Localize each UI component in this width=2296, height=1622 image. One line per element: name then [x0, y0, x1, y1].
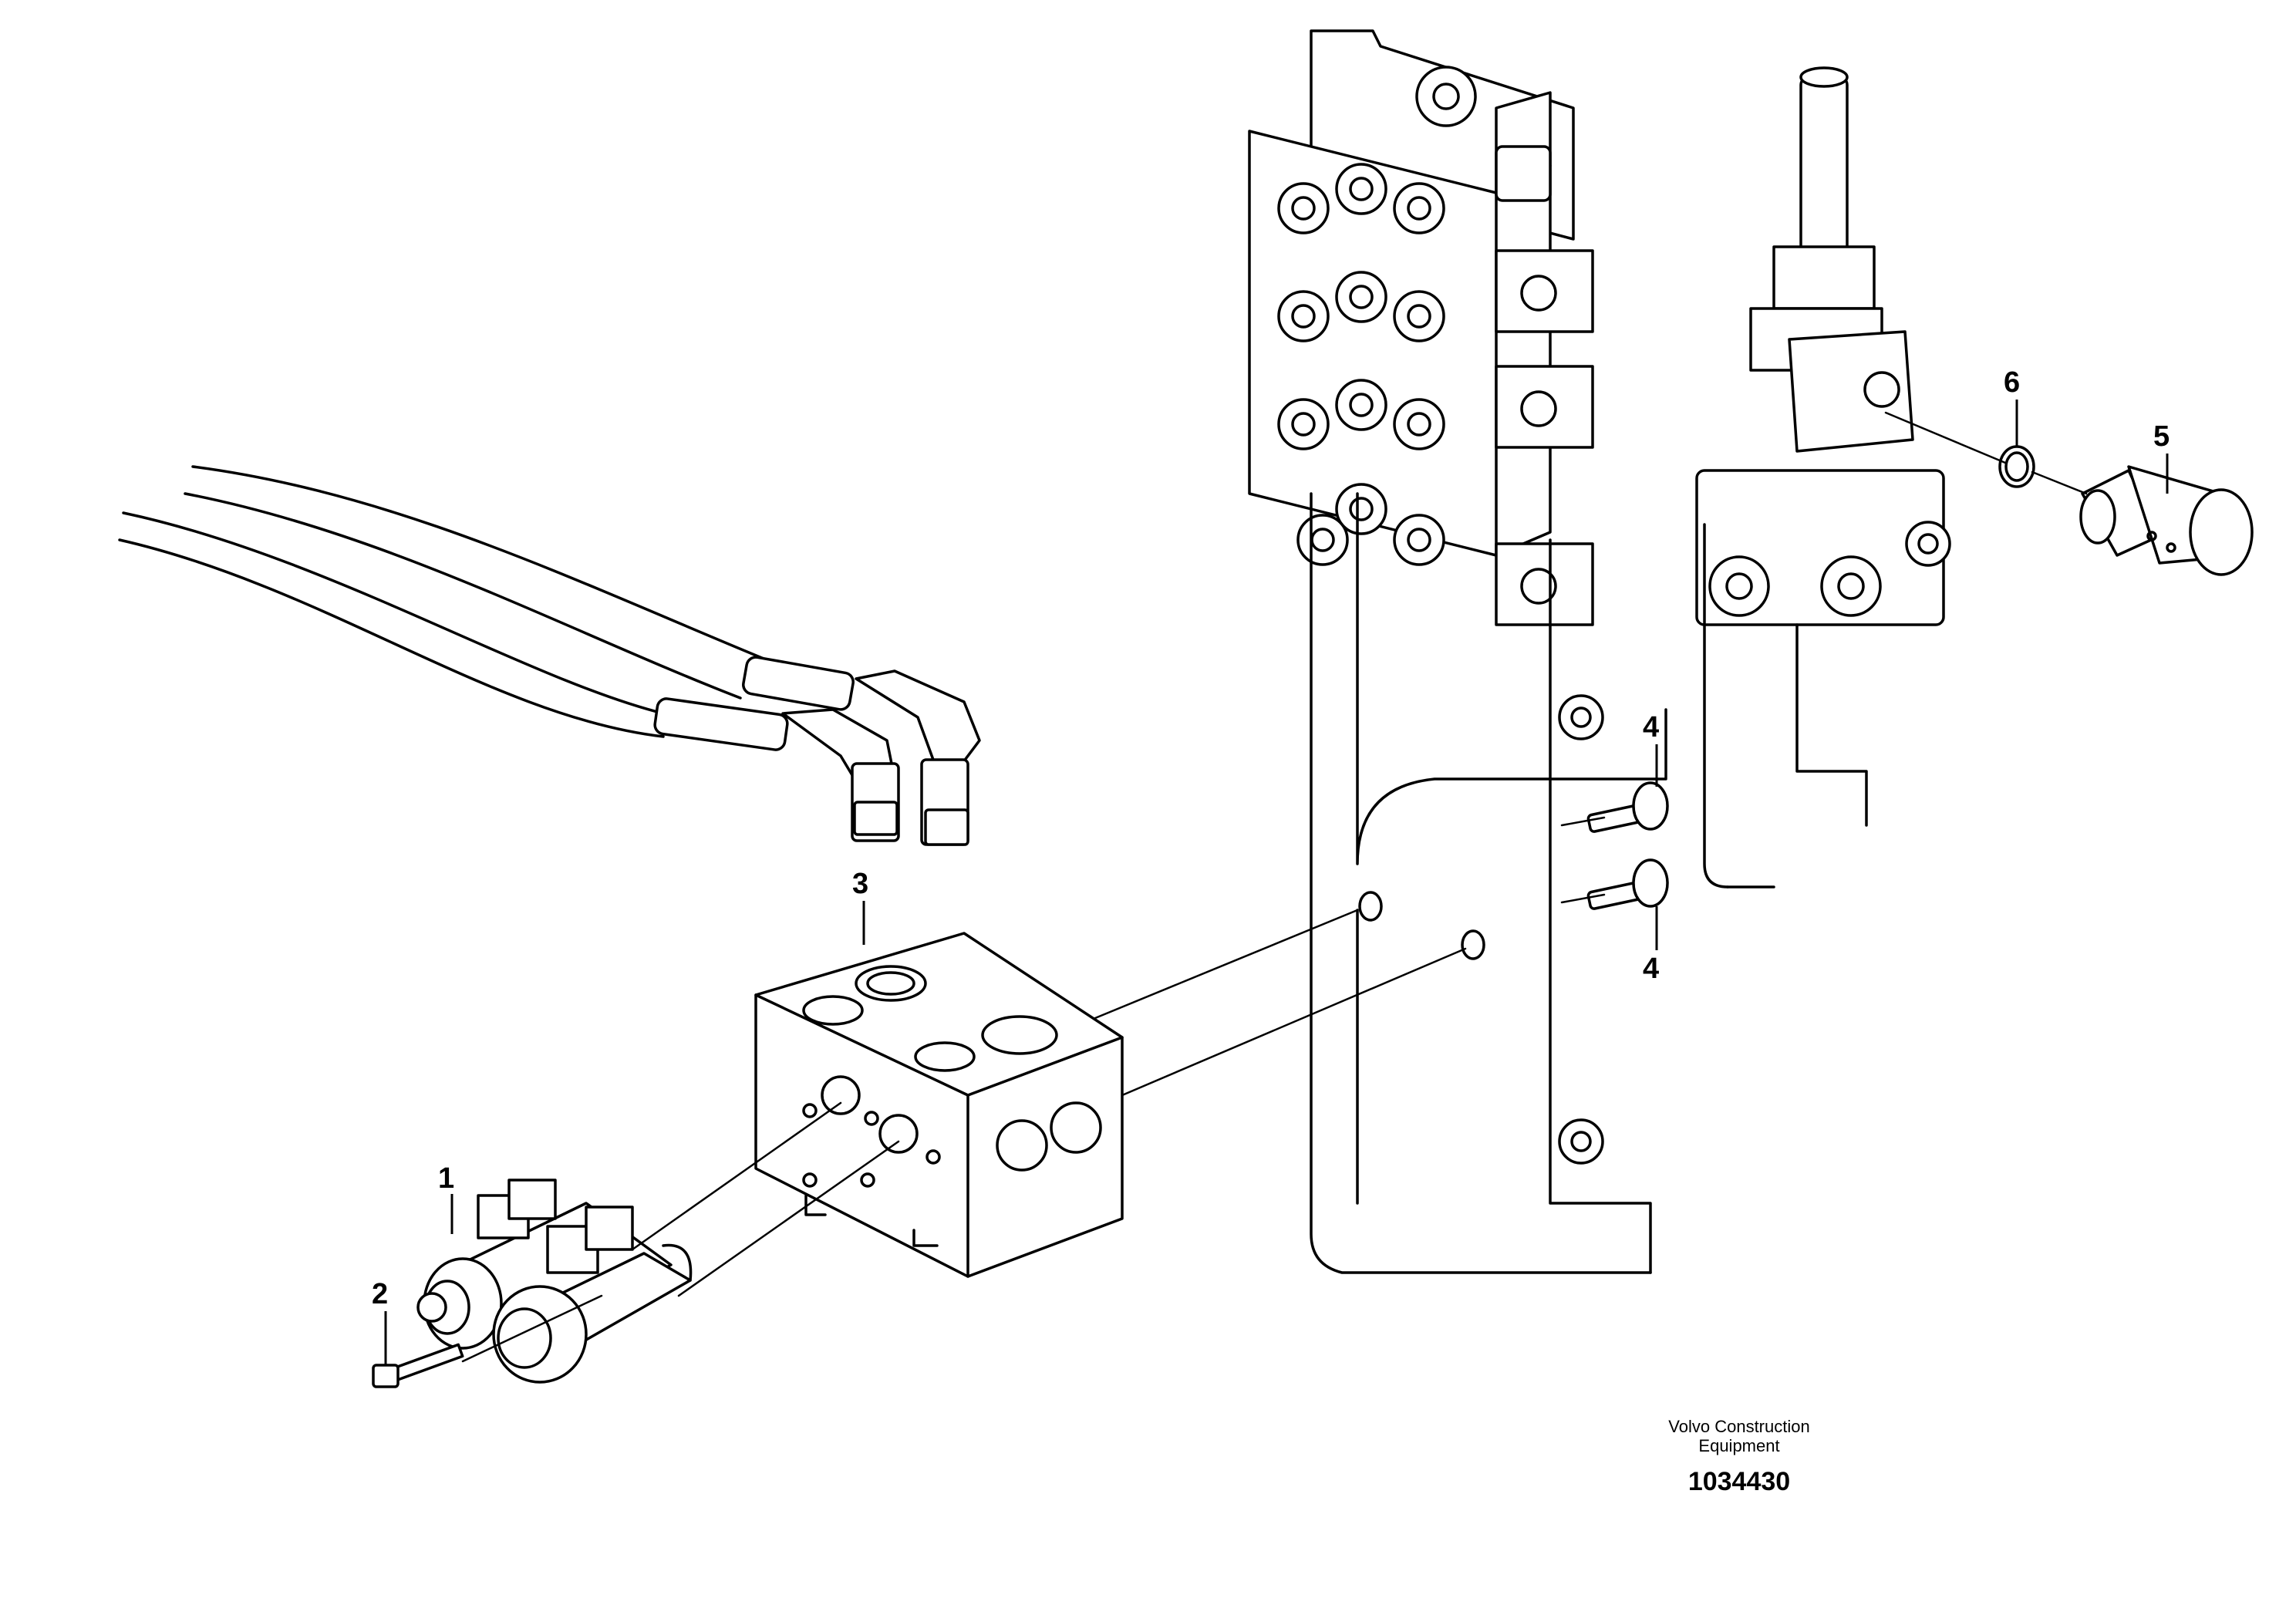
callout-4-upper: 4: [1643, 711, 1659, 787]
document-number: 1034430: [1688, 1467, 1790, 1496]
title-block: Volvo Construction Equipment 1034430: [1668, 1417, 1809, 1496]
callout-3: 3: [852, 868, 868, 945]
svg-text:2: 2: [372, 1278, 388, 1310]
hydraulic-hoses: [118, 465, 981, 846]
callout-2: 2: [372, 1278, 388, 1365]
brand-line-2: Equipment: [1698, 1436, 1779, 1455]
o-ring: [1998, 445, 2035, 488]
solenoid-valves: [416, 1179, 693, 1384]
svg-text:6: 6: [2004, 366, 2020, 399]
svg-text:1: 1: [438, 1162, 454, 1195]
bolts: [1586, 781, 1669, 910]
pressure-sensor: [2079, 465, 2254, 576]
right-valve-assembly: [1695, 66, 1951, 889]
callout-1: 1: [438, 1162, 454, 1234]
callout-4-lower: 4: [1643, 906, 1659, 985]
mounting-bracket: [1310, 492, 1667, 1274]
callout-6: 6: [2004, 366, 2020, 446]
svg-text:3: 3: [852, 868, 868, 900]
control-valve-stack: [1248, 29, 1594, 626]
alignment-lines: [461, 411, 2088, 1363]
svg-text:4: 4: [1643, 953, 1659, 985]
valve-block: [754, 932, 1124, 1278]
svg-text:4: 4: [1643, 711, 1659, 744]
screw: [372, 1343, 464, 1388]
svg-text:5: 5: [2153, 420, 2170, 453]
callout-5: 5: [2153, 420, 2170, 494]
brand-line-1: Volvo Construction: [1668, 1417, 1809, 1436]
